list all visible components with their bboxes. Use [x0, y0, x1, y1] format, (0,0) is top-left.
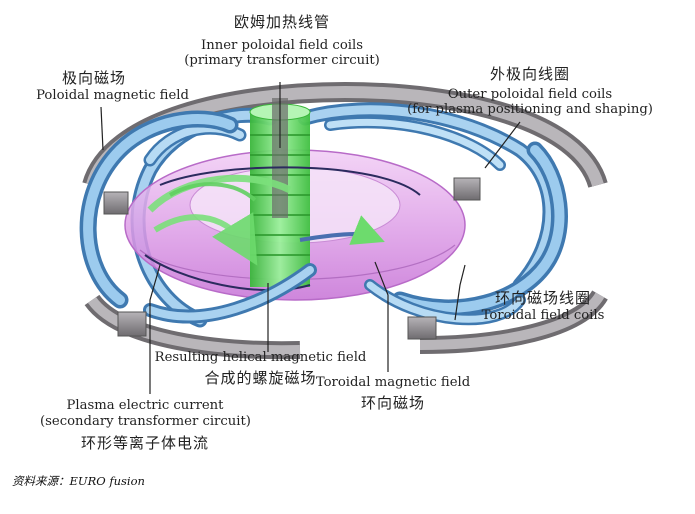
inner-coils-cn: 欧姆加热线管	[233, 13, 330, 31]
toroidal-field-cn: 环向磁场	[360, 393, 425, 412]
label-toroidal-field-coils: 环向磁场线圈 Toroidal field coils	[468, 289, 618, 323]
poloidal-field-cn: 极向磁场	[62, 69, 127, 87]
outer-coils-cn: 外极向线圈	[489, 65, 570, 83]
label-outer-poloidal-coils: 外极向线圈 Outer poloidal field coils (for pl…	[400, 65, 660, 118]
plasma-current-cn: 环形等离子体电流	[80, 434, 209, 453]
outer-coils-en1: Outer poloidal field coils	[447, 86, 613, 102]
toroidal-coils-cn: 环向磁场线圈	[494, 289, 591, 307]
poloidal-field-lines	[144, 166, 421, 292]
label-inner-poloidal-coils: 欧姆加热线管 Inner poloidal field coils (prima…	[182, 13, 382, 69]
outer-coils-en2: (for plasma positioning and shaping)	[407, 102, 653, 118]
label-toroidal-field: Toroidal magnetic field 环向磁场	[313, 375, 473, 412]
leader-lines	[100, 82, 521, 394]
label-plasma-current: Plasma electric current (secondary trans…	[40, 398, 251, 453]
outer-poloidal-coil-bottom	[84, 177, 608, 360]
inner-coils-en2: (primary transformer circuit)	[184, 53, 380, 69]
toroidal-field-coils-front	[79, 110, 568, 326]
label-poloidal-field: 极向磁场 Poloidal magnetic field	[30, 69, 195, 103]
toroidal-field-en1: Toroidal magnetic field	[315, 375, 471, 390]
plasma-current-en1: Plasma electric current	[66, 398, 224, 413]
inner-coils-en1: Inner poloidal field coils	[201, 37, 363, 53]
toroidal-coils-en1: Toroidal field coils	[481, 307, 605, 323]
helical-field-en1: Resulting helical magnetic field	[154, 350, 367, 365]
helical-field-cn: 合成的螺旋磁场	[204, 368, 317, 387]
poloidal-field-en1: Poloidal magnetic field	[36, 87, 189, 103]
label-helical-field: Resulting helical magnetic field 合成的螺旋磁场	[153, 350, 368, 387]
plasma-current-en2: (secondary transformer circuit)	[40, 413, 251, 429]
source-note: 资料来源：EURO fusion	[12, 474, 145, 488]
